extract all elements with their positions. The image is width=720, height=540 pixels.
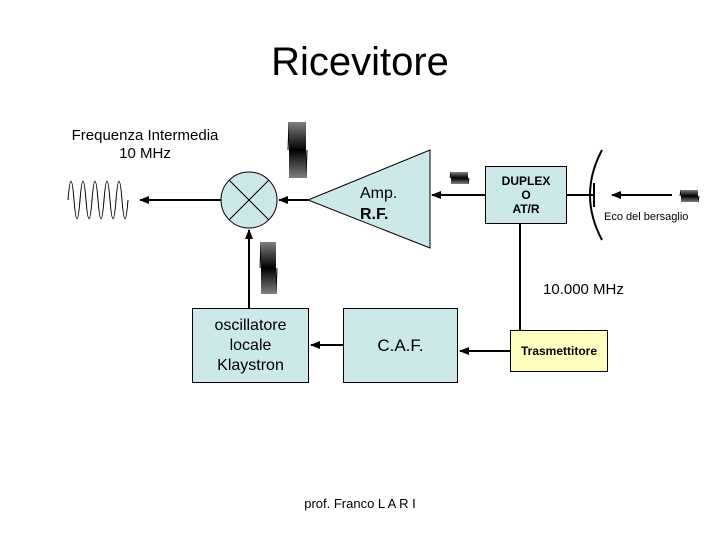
rf-amplifier-shape [306, 149, 431, 249]
rf-input-waveform-icon [287, 121, 308, 179]
amp-rf-label: Amp. R.F. [360, 183, 397, 225]
amp-label-line1: Amp. [360, 185, 398, 202]
duplex-out-waveform-icon [449, 171, 470, 185]
oscillator-label: oscillatore locale Klaystron [214, 316, 287, 374]
oscillator-waveform-icon [259, 241, 278, 295]
echo-label: Eco del bersaglio [604, 211, 689, 223]
footer-credit: prof. Franco L A R I [304, 496, 416, 511]
duplex-block: DUPLEX O AT/R [485, 166, 567, 224]
caf-block: C.A.F. [343, 308, 458, 383]
antenna-icon [589, 149, 603, 241]
frequency-label: 10.000 MHz [543, 281, 624, 298]
oscillator-block: oscillatore locale Klaystron [192, 308, 309, 383]
mixer-icon [220, 171, 278, 229]
page-title: Ricevitore [271, 40, 449, 84]
if-waveform-icon [67, 180, 129, 220]
duplex-label: DUPLEX O AT/R [501, 174, 551, 216]
amp-label-line2: R.F. [360, 206, 389, 223]
if-frequency-label: Frequenza Intermedia 10 MHz [71, 127, 219, 162]
transmitter-block: Trasmettitore [510, 330, 608, 372]
transmitter-label: Trasmettitore [520, 344, 598, 358]
echo-waveform-icon [679, 189, 700, 203]
caf-label: C.A.F. [377, 335, 424, 355]
